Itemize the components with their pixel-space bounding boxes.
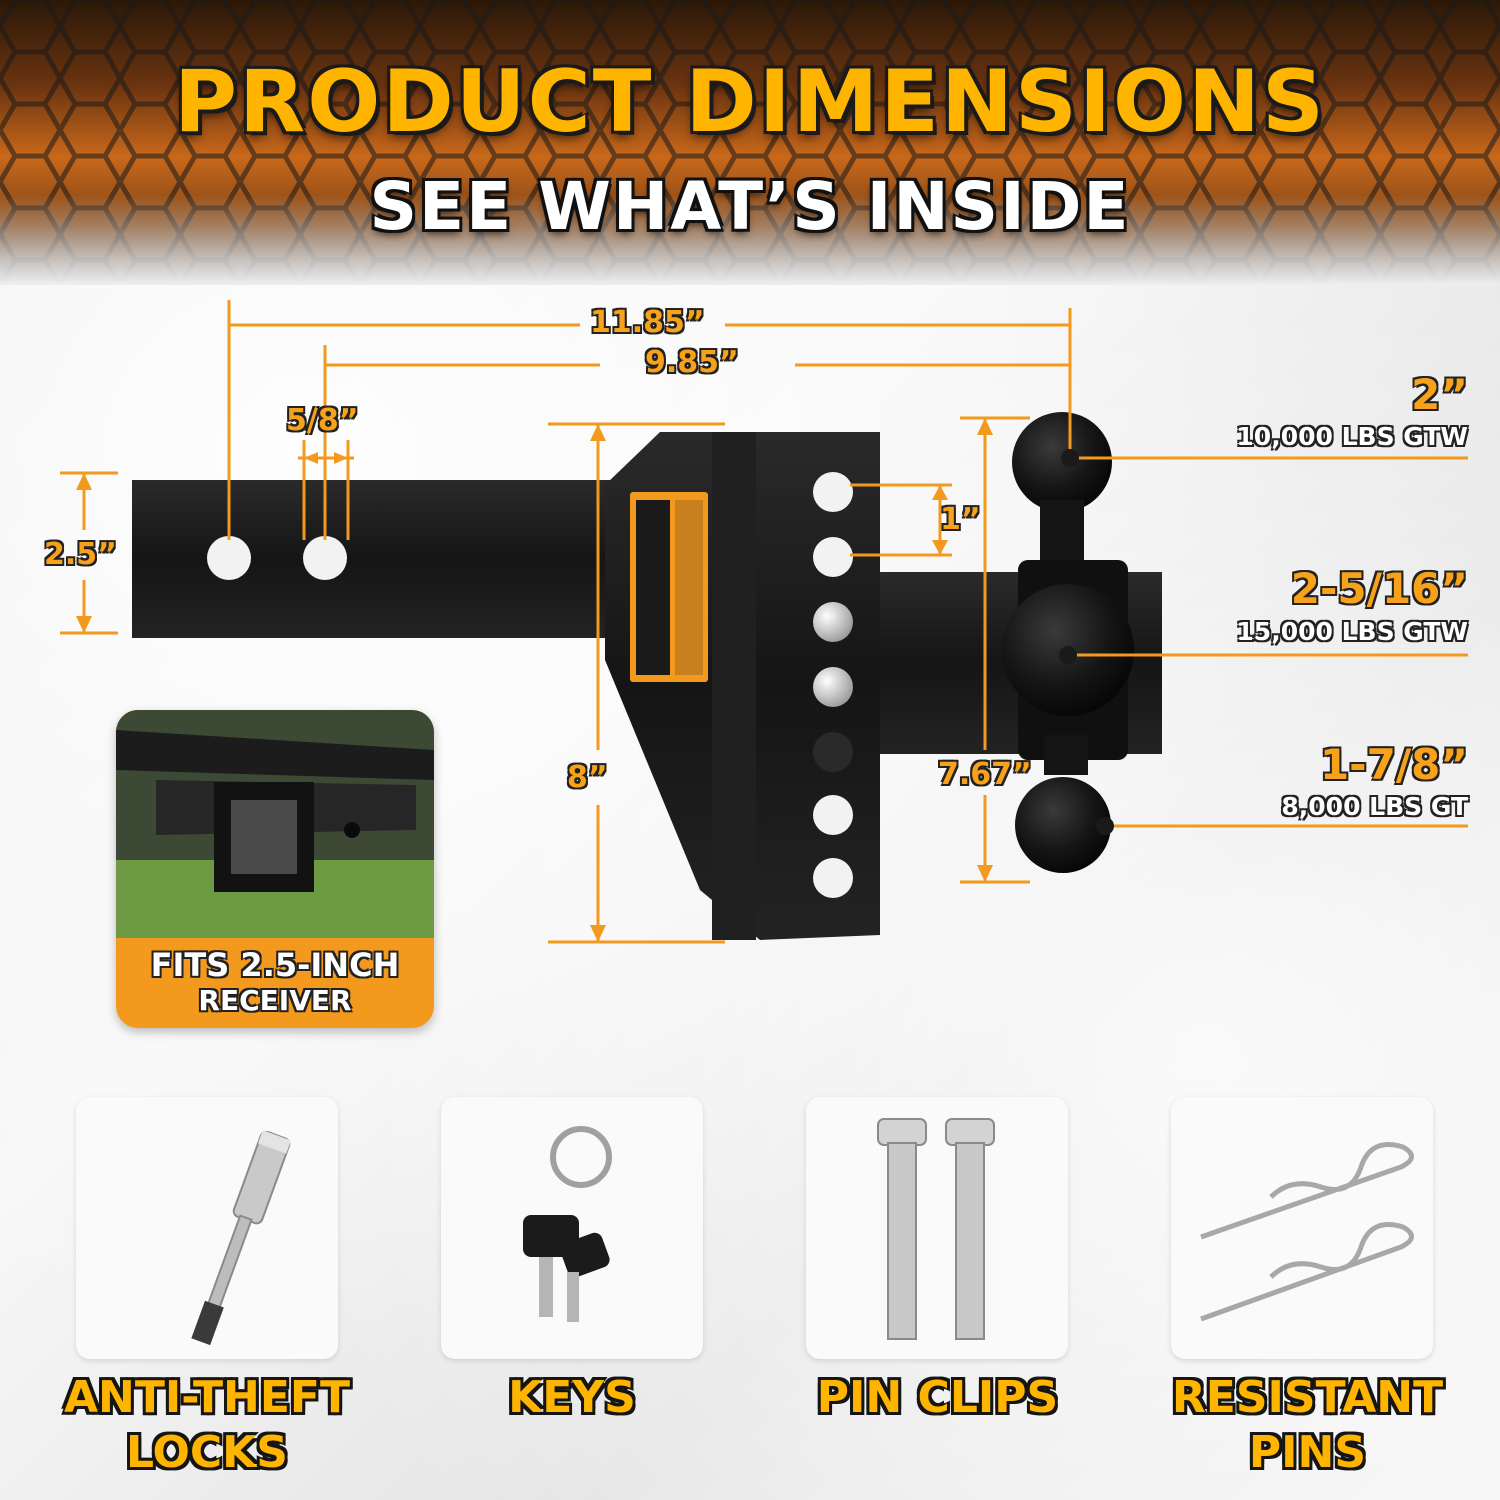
ball-mount-height-label: 7.67” bbox=[938, 757, 1032, 792]
plate-hole bbox=[813, 795, 853, 835]
drop-height-label: 8” bbox=[567, 760, 608, 795]
hole-diameter-label: 5/8” bbox=[286, 403, 359, 438]
hole-spacing-label: 1” bbox=[940, 502, 981, 537]
plate-hole bbox=[813, 472, 853, 512]
hair-pin-clip-icon bbox=[1200, 1142, 1414, 1322]
header-banner bbox=[0, 0, 1500, 285]
plate-hole bbox=[813, 858, 853, 898]
ball-size-label: 1-7/8” bbox=[1319, 740, 1468, 789]
warning-sticker bbox=[630, 492, 708, 682]
drop-plate-edge bbox=[712, 432, 756, 940]
hitch-shank bbox=[132, 480, 612, 638]
accessory-label-locks-line2: LOCKS bbox=[126, 1427, 288, 1478]
shank-hole bbox=[207, 536, 251, 580]
accessory-label-locks-line1: ANTI-THEFT bbox=[63, 1372, 351, 1423]
receiver-photo bbox=[116, 710, 434, 938]
pin-icon bbox=[877, 1118, 995, 1340]
dimension-arrows bbox=[76, 418, 993, 942]
accessory-label-keys: KEYS bbox=[508, 1372, 636, 1423]
header-fade bbox=[0, 195, 1500, 285]
shank-height-label: 2.5” bbox=[44, 537, 117, 572]
accessory-label-resistant-line1: RESISTANT bbox=[1171, 1372, 1444, 1423]
accessory-card-keys bbox=[441, 1097, 703, 1359]
page-subtitle: SEE WHAT’S INSIDE bbox=[369, 168, 1131, 245]
page-title: PRODUCT DIMENSIONS bbox=[174, 52, 1326, 152]
callout-dots bbox=[1059, 449, 1114, 835]
ball-rating-label: 15,000 LBS GTW bbox=[1236, 617, 1468, 646]
keys-icon bbox=[523, 1126, 612, 1322]
plate-hole bbox=[813, 537, 853, 577]
anti-theft-lock-icon bbox=[191, 1130, 292, 1346]
ball-size-label: 2-5/16” bbox=[1290, 564, 1468, 613]
accessory-label-resistant-line2: PINS bbox=[1248, 1427, 1367, 1478]
accessory-card-locks bbox=[76, 1097, 338, 1359]
ball-rating-label: 10,000 LBS GTW bbox=[1236, 422, 1468, 451]
plate-plug bbox=[813, 602, 853, 642]
ball-size-label: 2” bbox=[1411, 370, 1468, 419]
accessory-card-resistant-pins bbox=[1171, 1097, 1433, 1359]
inner-length-label: 9.85” bbox=[645, 345, 739, 380]
ball-rating-label: 8,000 LBS GT bbox=[1281, 792, 1468, 821]
plate-hole bbox=[813, 732, 853, 772]
plate-plug bbox=[813, 667, 853, 707]
accessory-label-pin-clips: PIN CLIPS bbox=[816, 1372, 1059, 1423]
dimension-lines bbox=[60, 300, 1468, 944]
ball-1-7-8in bbox=[1015, 777, 1111, 873]
overall-length-label: 11.85” bbox=[590, 305, 705, 340]
ball-neck bbox=[1040, 500, 1084, 560]
shank-hole bbox=[303, 536, 347, 580]
receiver-fit-card: FITS 2.5-INCH RECEIVER bbox=[116, 710, 434, 1028]
accessory-card-pin-clips bbox=[806, 1097, 1068, 1359]
receiver-caption-line1: FITS 2.5-INCH bbox=[150, 946, 400, 984]
ball-neck bbox=[1044, 735, 1088, 775]
receiver-caption-line2: RECEIVER bbox=[198, 984, 352, 1017]
